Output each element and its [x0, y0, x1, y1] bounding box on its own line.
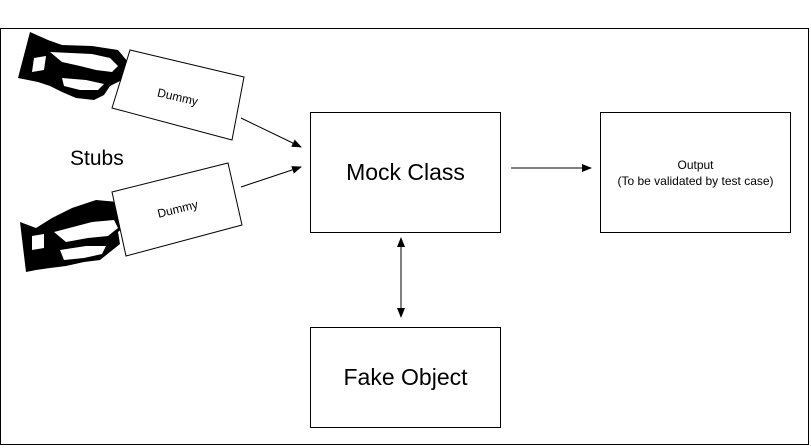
fake-object-label: Fake Object	[343, 364, 468, 390]
fake-object-node: Fake Object	[310, 327, 501, 428]
arrow-card-top-to-mock	[240, 117, 302, 148]
hand-bottom-icon	[20, 200, 128, 272]
mock-class-node: Mock Class	[310, 112, 501, 233]
hand-top-icon	[18, 32, 130, 100]
mock-class-label: Mock Class	[346, 159, 465, 185]
diagram-frame	[0, 28, 809, 445]
dummy-card-top	[111, 49, 245, 141]
dummy-card-bottom	[111, 162, 243, 257]
stubs-label: Stubs	[70, 147, 124, 170]
output-node: Output (To be validated by test case)	[600, 112, 791, 233]
output-title: Output	[677, 157, 714, 172]
output-note: (To be validated by test case)	[617, 173, 774, 188]
arrow-card-bottom-to-mock	[240, 166, 302, 188]
